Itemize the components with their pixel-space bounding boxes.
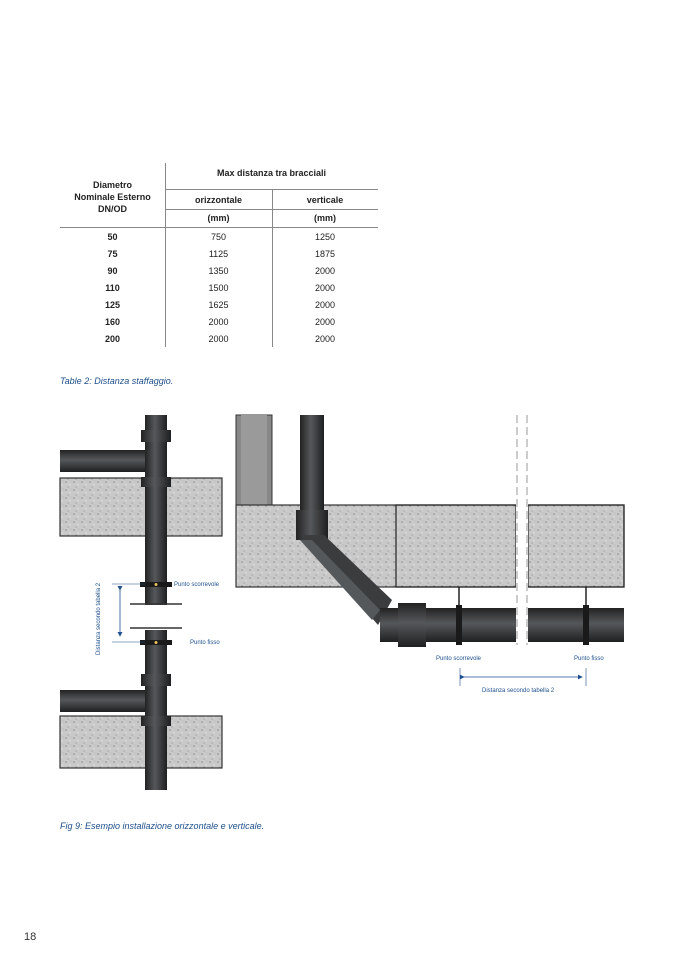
table-cell-dn: 125 <box>104 300 121 310</box>
vertical-installation-illustration: Punto scorrevole Punto fisso Distanza se… <box>59 415 223 790</box>
table-cell-dn: 110 <box>105 283 120 293</box>
table-cell-oriz: 1500 <box>208 283 229 293</box>
table-cell-vert: 2000 <box>314 283 336 293</box>
table-cell-oriz: 2000 <box>208 317 229 327</box>
table-cell-dn: 75 <box>107 249 118 259</box>
table-cell-oriz: 1350 <box>208 266 229 276</box>
label-distance-right: Distanza secondo tabella 2 <box>482 688 555 694</box>
fixed-clamp-right <box>583 605 589 645</box>
table-cell-vert: 2000 <box>314 334 336 344</box>
table-cell-oriz: 1625 <box>208 300 229 310</box>
table-cell-dn: 160 <box>104 317 121 327</box>
table-cell-dn: 200 <box>104 334 121 344</box>
label-distance-left: Distanza secondo tabella 2 <box>96 582 102 655</box>
header-horizontal: orizzontale <box>194 195 242 205</box>
header-diameter: Diametro Nominale Esterno DN/OD <box>60 179 165 215</box>
label-sliding-point-right: Punto scorrevole <box>436 656 482 662</box>
installation-figure: Punto scorrevole Punto fisso Distanza se… <box>59 414 625 790</box>
concrete-slab-upper <box>59 477 223 537</box>
label-sliding-point-left: Punto scorrevole <box>174 582 220 588</box>
table-cell-vert: 2000 <box>314 266 336 276</box>
header-diameter-line3: DN/OD <box>98 204 127 214</box>
concrete-slab-right <box>235 504 625 588</box>
table-cell-oriz: 750 <box>210 232 227 242</box>
branch-pipe-lower <box>60 690 148 712</box>
table-cell-vert: 1250 <box>314 232 336 242</box>
header-vertical: verticale <box>306 195 344 205</box>
label-fixed-point-left: Punto fisso <box>190 640 220 646</box>
branch-pipe-upper <box>60 450 148 472</box>
table-cell-vert: 2000 <box>314 300 336 310</box>
break-gap <box>516 415 528 645</box>
page-number: 18 <box>24 931 37 943</box>
header-diameter-line2: Nominale Esterno <box>74 192 151 202</box>
unit-horizontal: (mm) <box>207 213 230 223</box>
table-cell-dn: 50 <box>107 232 118 242</box>
figure-caption: Fig 9: Esempio installazione orizzontale… <box>60 821 265 831</box>
unit-vertical: (mm) <box>314 213 336 223</box>
table-cell-oriz: 1125 <box>208 249 229 259</box>
table-cell-dn: 90 <box>107 266 118 276</box>
table-cell-vert: 1875 <box>314 249 336 259</box>
vertical-pipe-upper <box>145 415 167 605</box>
table-caption: Table 2: Distanza staffaggio. <box>60 376 174 386</box>
vertical-pipe-lower <box>145 630 167 790</box>
table-cell-vert: 2000 <box>314 317 336 327</box>
horizontal-installation-illustration: Punto scorrevole Punto fisso Distanza se… <box>235 414 625 694</box>
header-max-distance: Max distanza tra bracciali <box>216 168 327 178</box>
header-diameter-line1: Diametro <box>92 180 132 190</box>
sliding-clamp-right <box>456 605 462 645</box>
label-fixed-point-right: Punto fisso <box>574 656 604 662</box>
table-cell-oriz: 2000 <box>208 334 229 344</box>
